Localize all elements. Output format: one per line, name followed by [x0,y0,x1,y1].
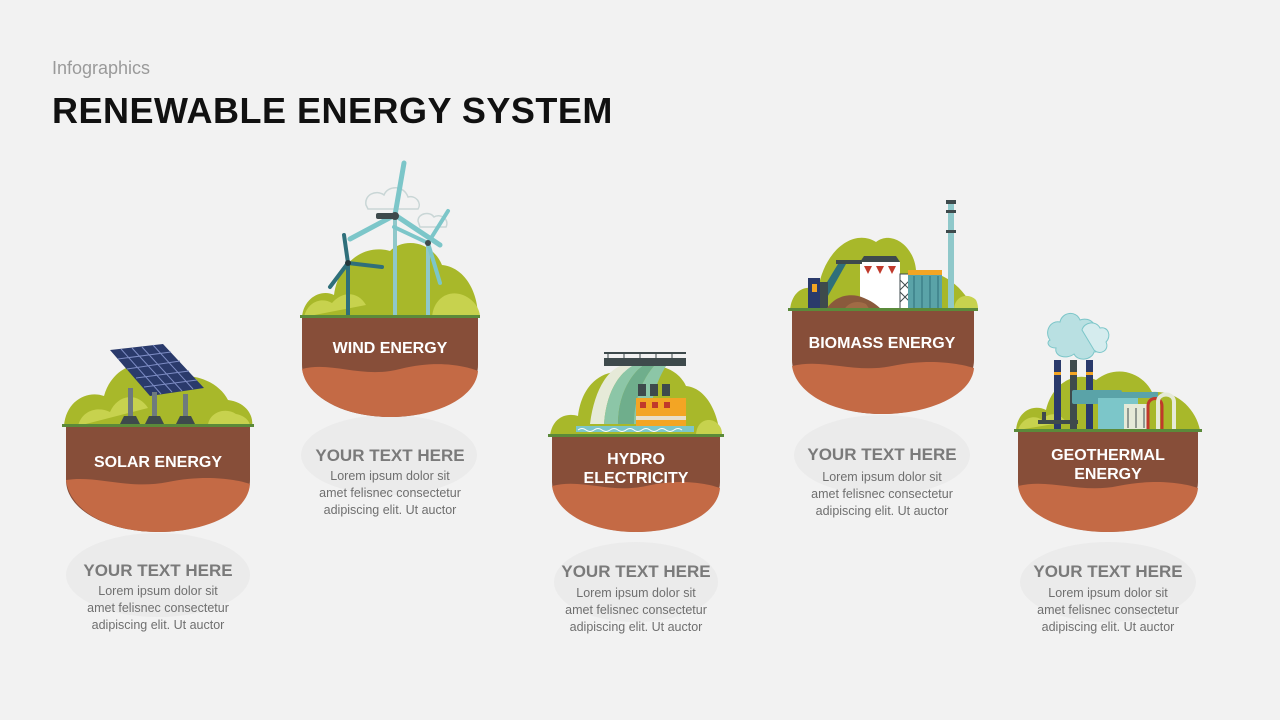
geothermal-island-graphic [1014,313,1202,622]
card-label: HYDRO ELECTRICITY [546,450,726,488]
solar-island-graphic [62,344,254,617]
body-line: Lorem ipsum dolor sit [576,586,696,600]
body-line: amet felisnec consectetur [1037,603,1179,617]
card-hydro: HYDRO ELECTRICITY YOUR TEXT HERE Lorem i… [546,352,746,652]
solar-panel-icon [110,344,204,424]
card-heading: YOUR TEXT HERE [1033,562,1183,581]
card-body: Lorem ipsum dolor sit amet felisnec cons… [546,585,726,636]
label-line: SOLAR ENERGY [93,454,222,471]
body-line: Lorem ipsum dolor sit [330,469,450,483]
card-body: Lorem ipsum dolor sit amet felisnec cons… [1018,585,1198,636]
geothermal-plant-icon [1038,313,1176,430]
card-body: Lorem ipsum dolor sit amet felisnec cons… [300,468,480,519]
card-heading: YOUR TEXT HERE [561,562,711,581]
label-line: ENERGY [1074,466,1142,483]
body-line: adipiscing elit. Ut auctor [815,504,949,518]
card-label: GEOTHERMAL ENERGY [1012,446,1204,484]
card-solar: SOLAR ENERGY YOUR TEXT HERE Lorem ipsum … [58,330,258,632]
body-line: adipiscing elit. Ut auctor [91,618,225,632]
body-line: adipiscing elit. Ut auctor [569,620,703,634]
biomass-plant-icon [808,200,956,311]
page-subtitle: Infographics [52,58,151,78]
label-line: ELECTRICITY [583,470,689,487]
body-line: amet felisnec consectetur [811,487,953,501]
card-body: Lorem ipsum dolor sit amet felisnec cons… [792,469,972,520]
card-heading: YOUR TEXT HERE [807,445,957,464]
hydro-island-graphic [548,352,724,622]
card-label: SOLAR ENERGY [58,453,258,472]
body-line: Lorem ipsum dolor sit [98,584,218,598]
body-line: Lorem ipsum dolor sit [1048,586,1168,600]
body-line: amet felisnec consectetur [565,603,707,617]
card-heading: YOUR TEXT HERE [315,446,465,465]
card-biomass: BIOMASS ENERGY YOUR TEXT HERE Lorem ipsu… [784,200,984,530]
page-title: RENEWABLE ENERGY SYSTEM [52,90,613,131]
wind-island-graphic [300,160,480,495]
card-geothermal: GEOTHERMAL ENERGY YOUR TEXT HERE Lorem i… [1012,300,1212,640]
body-line: amet felisnec consectetur [319,486,461,500]
body-line: amet felisnec consectetur [87,601,229,615]
label-line: HYDRO [607,451,665,468]
body-line: adipiscing elit. Ut auctor [1041,620,1175,634]
label-line: BIOMASS ENERGY [808,335,956,352]
biomass-island-graphic [788,200,978,495]
body-line: adipiscing elit. Ut auctor [323,503,457,517]
body-line: Lorem ipsum dolor sit [822,470,942,484]
card-wind: WIND ENERGY YOUR TEXT HERE Lorem ipsum d… [292,155,492,525]
dam-icon [576,352,694,432]
label-line: WIND ENERGY [332,340,448,357]
label-line: GEOTHERMAL [1051,447,1165,464]
card-body: Lorem ipsum dolor sit amet felisnec cons… [68,583,248,634]
card-label: WIND ENERGY [292,339,488,358]
card-label: BIOMASS ENERGY [784,334,980,353]
card-heading: YOUR TEXT HERE [83,561,233,580]
wind-turbine-icon [328,160,450,317]
